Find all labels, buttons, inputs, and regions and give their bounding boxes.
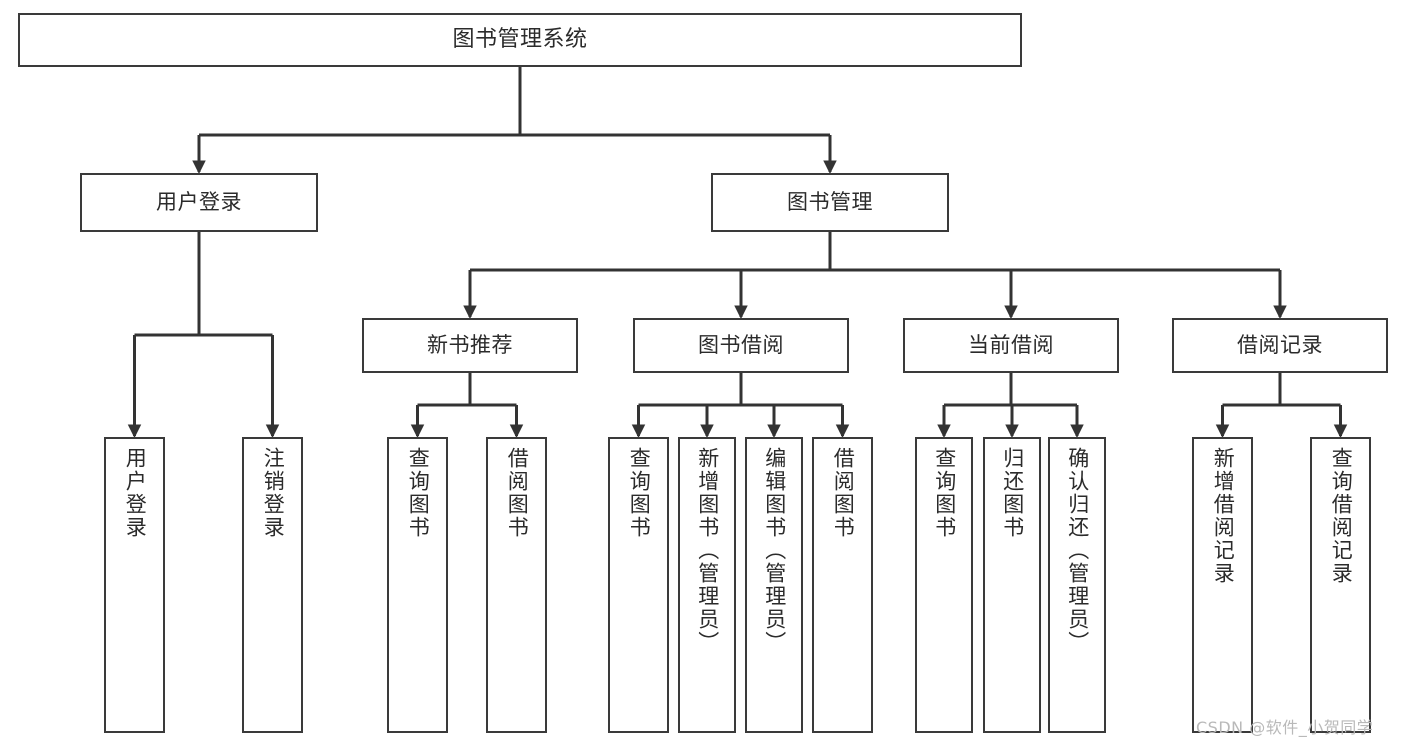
node-label: 归还图书 [1000,447,1025,539]
node-rec-query[interactable]: 查询借阅记录 [1310,437,1371,733]
node-cur-return[interactable]: 归还图书 [983,437,1041,733]
node-label: 图书借阅 [698,333,784,358]
node-new-query[interactable]: 查询图书 [387,437,448,733]
node-label: 图书管理 [787,190,873,215]
node-label: 新增借阅记录 [1211,447,1236,585]
node-label: 注销登录 [261,447,286,539]
watermark: CSDN @软件_小贺同学 [1196,718,1374,737]
node-login-in[interactable]: 用户登录 [104,437,165,733]
node-label: 查询借阅记录 [1329,447,1354,585]
node-label: 新书推荐 [427,333,513,358]
node-rec-add[interactable]: 新增借阅记录 [1192,437,1253,733]
node-label: 查询图书 [932,447,957,539]
node-label: 确认归还（管理员） [1065,447,1090,654]
node-label: 用户登录 [156,190,242,215]
node-cur-query[interactable]: 查询图书 [915,437,973,733]
node-label: 新增图书（管理员） [695,447,720,654]
node-br-borrow[interactable]: 借阅图书 [812,437,873,733]
node-label: 用户登录 [123,447,148,539]
node-login[interactable]: 用户登录 [80,173,318,232]
node-br-add[interactable]: 新增图书（管理员） [678,437,736,733]
node-label: 当前借阅 [968,333,1054,358]
node-label: 查询图书 [627,447,652,539]
node-current[interactable]: 当前借阅 [903,318,1119,373]
node-bookmgmt[interactable]: 图书管理 [711,173,949,232]
node-records[interactable]: 借阅记录 [1172,318,1388,373]
node-root[interactable]: 图书管理系统 [18,13,1022,67]
node-borrow[interactable]: 图书借阅 [633,318,849,373]
node-br-edit[interactable]: 编辑图书（管理员） [745,437,803,733]
node-label: 借阅记录 [1237,333,1323,358]
node-label: 编辑图书（管理员） [762,447,787,654]
node-label: 借阅图书 [505,447,530,539]
node-new-borrow[interactable]: 借阅图书 [486,437,547,733]
node-label: 借阅图书 [831,447,856,539]
node-label: 查询图书 [406,447,431,539]
node-login-out[interactable]: 注销登录 [242,437,303,733]
node-br-query[interactable]: 查询图书 [608,437,669,733]
node-label: 图书管理系统 [452,27,588,53]
node-cur-confirm[interactable]: 确认归还（管理员） [1048,437,1106,733]
node-newbook[interactable]: 新书推荐 [362,318,578,373]
